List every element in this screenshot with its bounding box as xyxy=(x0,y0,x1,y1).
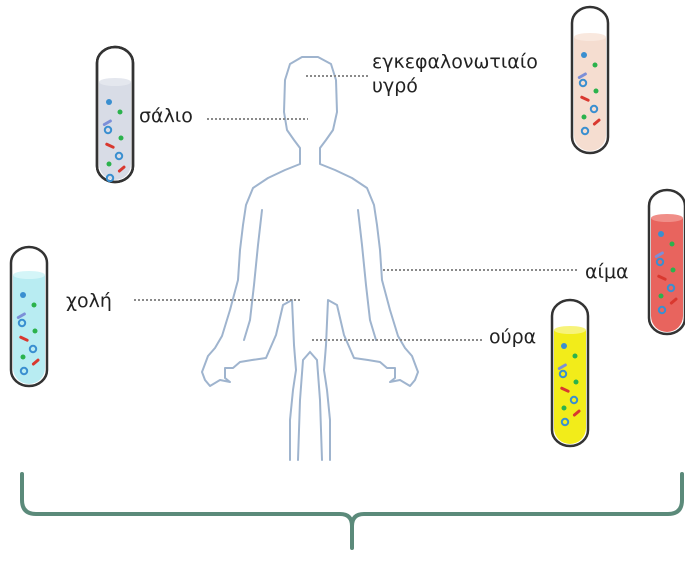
test-tube-icon xyxy=(572,7,608,153)
label-csf: εγκεφαλονωτιαίο υγρό xyxy=(372,50,572,98)
label-bile: χολή xyxy=(66,289,112,313)
leader-lines xyxy=(134,76,578,340)
leg-divide-line xyxy=(298,352,322,460)
label-saliva: σάλιο xyxy=(139,104,193,128)
test-tube-icon xyxy=(11,247,47,386)
left-arm-inner-line xyxy=(244,210,262,340)
test-tube-icon xyxy=(97,47,133,182)
test-tube-icon xyxy=(552,300,588,446)
human-body-icon xyxy=(202,57,418,460)
test-tube-icon xyxy=(649,190,685,334)
right-arm-inner-line xyxy=(358,210,376,340)
curly-bracket-icon xyxy=(22,474,682,548)
label-urine: ούρα xyxy=(489,325,536,349)
label-blood: αίμα xyxy=(585,260,629,284)
